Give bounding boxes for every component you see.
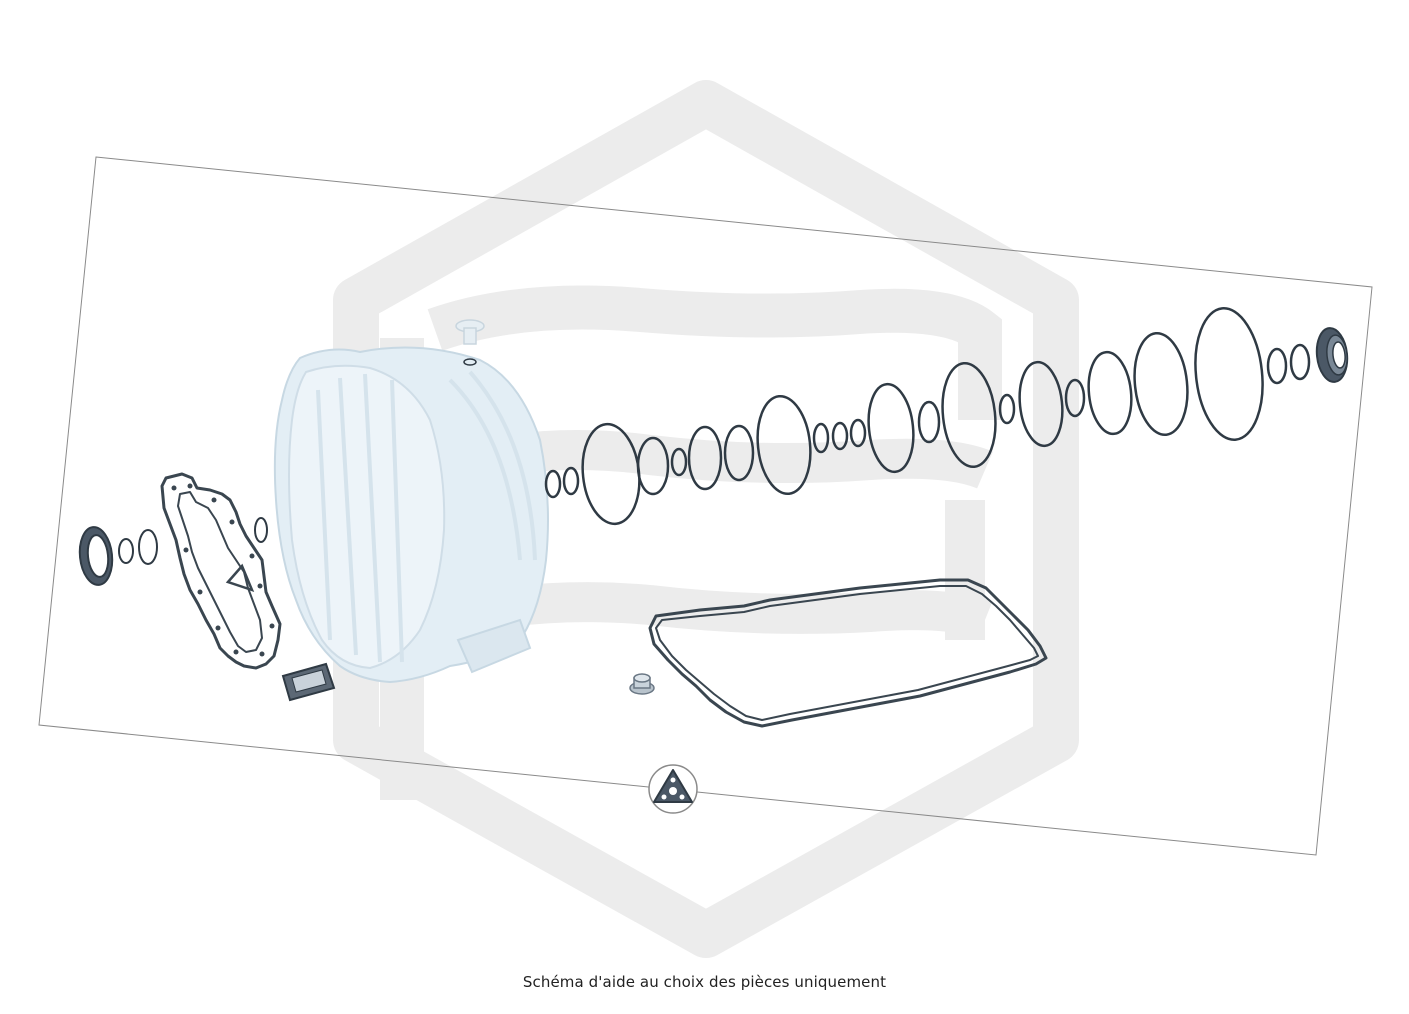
o-ring-icon [1289,343,1311,381]
o-ring-icon [917,400,941,444]
o-ring-icon [544,469,562,499]
o-ring-icon [941,361,997,469]
o-ring-icon [756,394,812,496]
o-ring-icon [867,382,915,474]
diagram-caption: Schéma d'aide au choix des pièces unique… [522,973,887,991]
breather-filter-icon[interactable] [455,319,485,366]
rectangular-seal-icon[interactable] [281,662,336,702]
o-ring-icon [1266,347,1288,385]
o-ring-icon [723,424,755,482]
o-ring-icon [254,517,268,543]
o-ring-icon [849,418,867,448]
o-ring-chain[interactable] [544,305,1311,527]
o-ring-set-left[interactable] [118,517,268,565]
o-ring-icon [998,393,1016,425]
o-ring-icon [1133,331,1189,437]
diagram-frame [38,156,1373,856]
shaft-seal-right-icon[interactable] [1314,327,1349,384]
oil-pan-gasket-icon[interactable] [648,578,1048,728]
front-cover-gasket-icon[interactable] [160,472,282,670]
o-ring-icon [831,421,849,451]
o-ring-icon [118,538,134,564]
o-ring-icon [1064,378,1086,418]
o-ring-icon [670,447,688,477]
o-ring-icon [1018,360,1064,448]
shaft-seal-left-icon[interactable] [77,525,115,586]
o-ring-icon [138,529,158,565]
drain-plug-icon[interactable] [629,673,655,695]
o-ring-icon [562,466,580,496]
transmission-housing-icon[interactable] [273,346,549,684]
o-ring-icon [1087,350,1133,436]
o-ring-icon [636,436,670,496]
o-ring-icon [1194,307,1264,441]
triangle-part-marker-icon[interactable] [648,764,698,814]
o-ring-icon [812,422,830,454]
o-ring-icon [687,425,723,491]
